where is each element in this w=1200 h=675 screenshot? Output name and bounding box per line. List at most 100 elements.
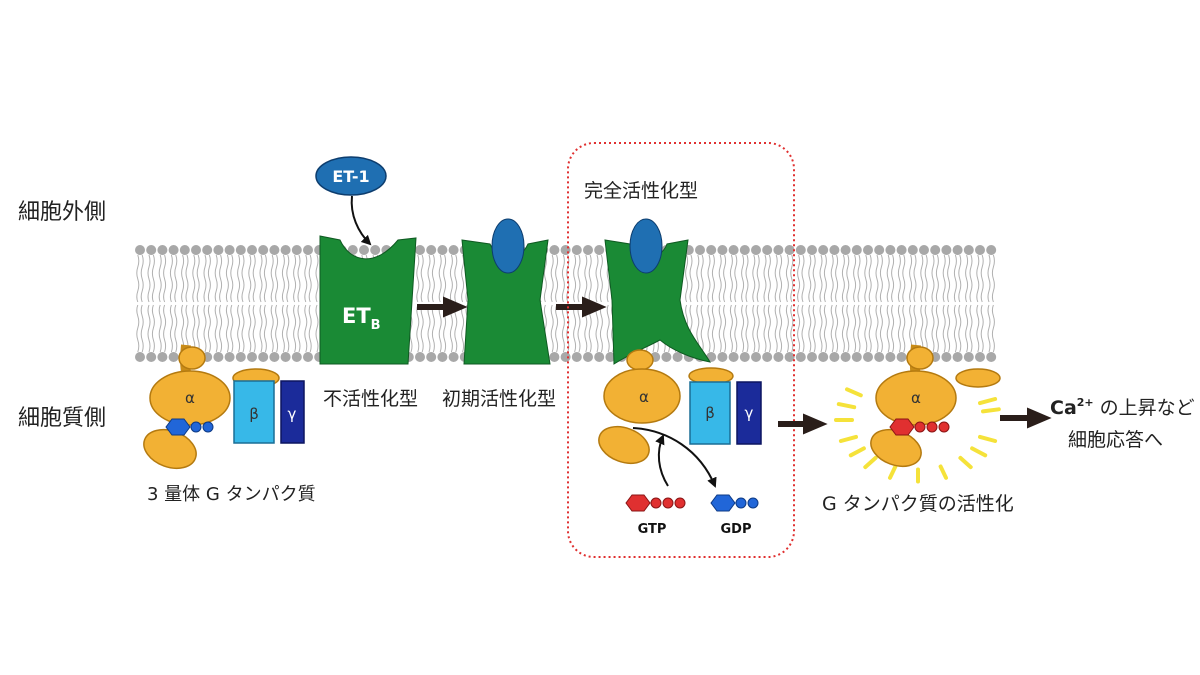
- lipid-head: [583, 352, 593, 362]
- lipid-tail: [225, 254, 229, 303]
- alpha-top-knob-2: [626, 349, 654, 371]
- lipid-tail: [913, 254, 917, 303]
- lipid-head: [795, 352, 806, 362]
- lipid-tail: [752, 304, 756, 353]
- lipid-tail: [151, 304, 155, 353]
- lipid-head: [885, 245, 896, 255]
- lipid-head: [179, 245, 190, 255]
- lipid-tail: [214, 304, 218, 353]
- lipid-head: [975, 245, 985, 255]
- lipid-tail: [252, 304, 256, 353]
- lipid-head: [291, 352, 302, 362]
- lipid-tail: [140, 304, 144, 353]
- lipid-tail: [140, 254, 144, 303]
- lipid-tail: [763, 304, 767, 353]
- lipid-head: [762, 245, 773, 255]
- gdp-phosphate-1: [190, 421, 202, 433]
- lipid-tail: [953, 304, 957, 353]
- lipid-tail: [790, 304, 794, 353]
- beta-subunit: [233, 380, 275, 444]
- lipid-tail: [875, 304, 879, 353]
- lipid-tail: [734, 304, 738, 353]
- lipid-tail: [812, 254, 816, 303]
- lipid-tail: [174, 304, 178, 353]
- lipid-head: [168, 245, 179, 255]
- alpha-label: α: [185, 389, 195, 407]
- ca-superscript: 2+: [1077, 396, 1094, 409]
- response-line-1: Ca2+ の上昇など: [1050, 396, 1195, 419]
- lipid-head: [213, 352, 224, 362]
- receptor-early-active: [461, 218, 551, 365]
- lipid-tail: [577, 254, 581, 303]
- lipid-tail: [886, 254, 890, 303]
- lipid-tail: [785, 254, 789, 303]
- label-trimer: 3 量体 G タンパク質: [147, 484, 316, 505]
- lipid-head: [896, 352, 907, 362]
- gtp-label: GTP: [638, 522, 667, 537]
- alpha-side-lobe-3: [955, 368, 1001, 388]
- lipid-tail: [846, 254, 850, 303]
- lipid-head: [930, 245, 941, 255]
- gdp-hexagon: [165, 418, 191, 436]
- lipid-tail: [830, 304, 834, 353]
- lipid-head: [448, 245, 459, 255]
- lipid-head: [605, 352, 616, 362]
- lipid-tail: [566, 254, 570, 303]
- lipid-head: [157, 352, 168, 362]
- label-extracellular: 細胞外側: [18, 200, 106, 225]
- lipid-tail: [416, 254, 420, 303]
- lipid-head: [549, 352, 560, 362]
- lipid-head: [426, 245, 437, 255]
- lipid-head: [751, 352, 761, 362]
- lipid-tail: [790, 254, 794, 303]
- lipid-tail: [711, 304, 715, 353]
- lipid-tail: [248, 304, 252, 353]
- lipid-tail: [924, 304, 928, 353]
- lipid-tail: [230, 254, 234, 303]
- lipid-tail: [958, 254, 962, 303]
- lipid-tail: [696, 304, 700, 353]
- lipid-tail: [991, 304, 995, 353]
- lipid-head: [583, 245, 593, 255]
- lipid-head: [874, 245, 885, 255]
- lipid-tail: [774, 254, 778, 303]
- lipid-tail: [980, 304, 984, 353]
- lipid-tail: [846, 304, 850, 353]
- lipid-head: [135, 352, 145, 362]
- lipid-tail: [868, 304, 872, 353]
- lipid-tail: [891, 254, 895, 303]
- lipid-tail: [857, 304, 861, 353]
- lipid-head: [751, 245, 761, 255]
- lipid-head: [560, 245, 571, 255]
- lipid-tail: [225, 304, 229, 353]
- lipid-head: [437, 245, 448, 255]
- lipid-head: [851, 245, 862, 255]
- activation-glow: [834, 387, 1001, 484]
- g-protein-trimer: α β γ: [143, 344, 305, 470]
- lipid-tail: [420, 304, 424, 353]
- glow-ray: [938, 464, 948, 480]
- lipid-tail: [566, 304, 570, 353]
- alpha-label-3: α: [911, 389, 921, 407]
- lipid-head: [146, 352, 157, 362]
- lipid-tail: [158, 254, 162, 303]
- lipid-head: [885, 352, 896, 362]
- lipid-head: [728, 245, 739, 255]
- lipid-tail: [718, 254, 722, 303]
- lipid-tail: [573, 254, 577, 303]
- lipid-tail: [808, 304, 812, 353]
- glow-ray: [981, 407, 1001, 414]
- lipid-head: [728, 352, 739, 362]
- lipid-tail: [181, 304, 185, 353]
- lipid-tail: [752, 254, 756, 303]
- gdp-phosphate-2b: [747, 497, 759, 509]
- lipid-tail: [248, 254, 252, 303]
- lipid-tail: [741, 304, 745, 353]
- lipid-tail: [230, 304, 234, 353]
- lipid-tail: [812, 304, 816, 353]
- lipid-tail: [853, 304, 857, 353]
- lipid-tail: [801, 254, 805, 303]
- lipid-tail: [823, 304, 827, 353]
- alpha-top-knob-3: [906, 346, 934, 370]
